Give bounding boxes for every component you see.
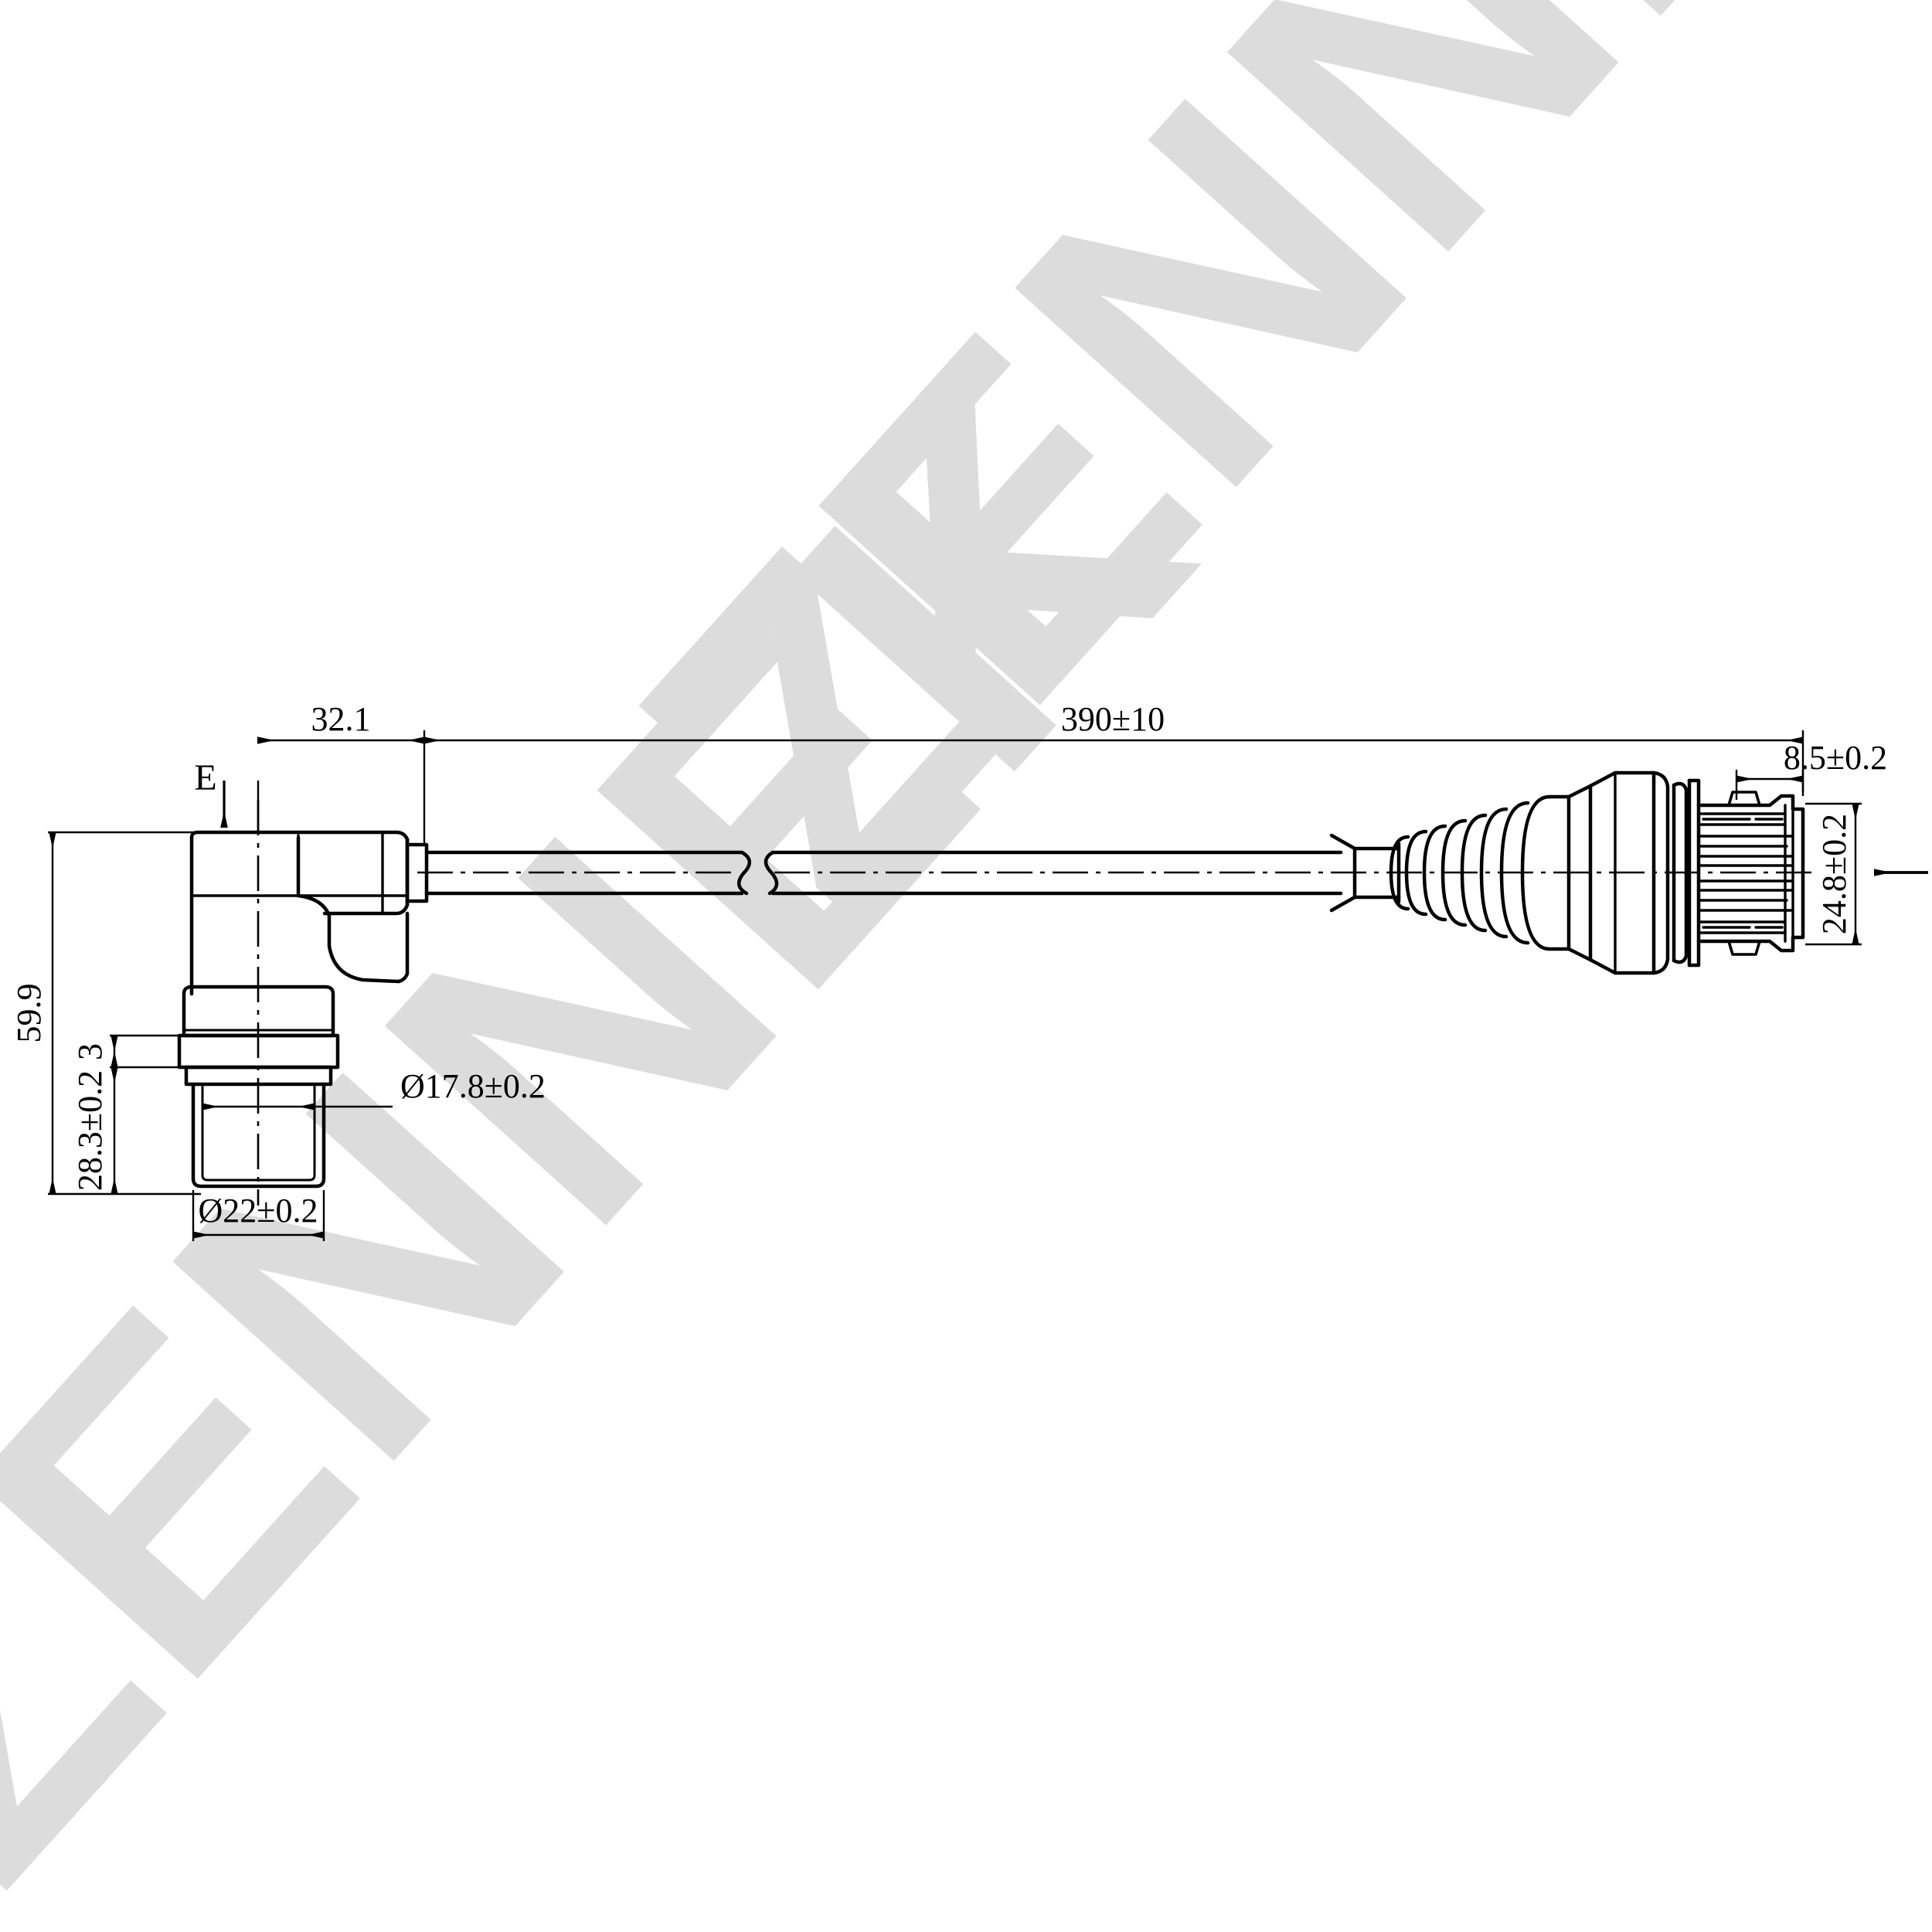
dim-text-terminal-length: 8.5±0.2 <box>1784 739 1887 777</box>
dim-text-overall-height: 59.9 <box>10 984 48 1043</box>
centre-line-layer <box>257 800 1812 1206</box>
dim-text-shaft-od: Ø22±0.2 <box>199 1192 318 1230</box>
mounting-collar <box>177 985 340 1087</box>
dim-text-shaft-length: 28.3±0.2 <box>71 1070 109 1191</box>
section-letter-e: E <box>194 757 216 798</box>
cable-right <box>770 850 1343 896</box>
dimension-text-layer: 32.1 390±10 8.5±0.2 24.8±0.2 59.9 3 28.3… <box>10 700 1887 1230</box>
dim-text-head-offset: 32.1 <box>311 700 371 738</box>
cable-break <box>737 850 779 896</box>
cable-left <box>424 850 744 896</box>
view-mark-layer: E <box>194 757 1928 876</box>
dimension-layer <box>48 730 1862 1241</box>
dim-text-shaft-id: Ø17.8±0.2 <box>400 1067 546 1105</box>
dim-text-cable-length: 390±10 <box>1061 700 1165 738</box>
dim-text-collar-thickness: 3 <box>71 1043 109 1060</box>
watermark-text-lower: ZENNEK <box>0 295 1276 1932</box>
sensor-head <box>189 830 429 996</box>
dim-text-terminal-height: 24.8±0.2 <box>1815 814 1853 934</box>
